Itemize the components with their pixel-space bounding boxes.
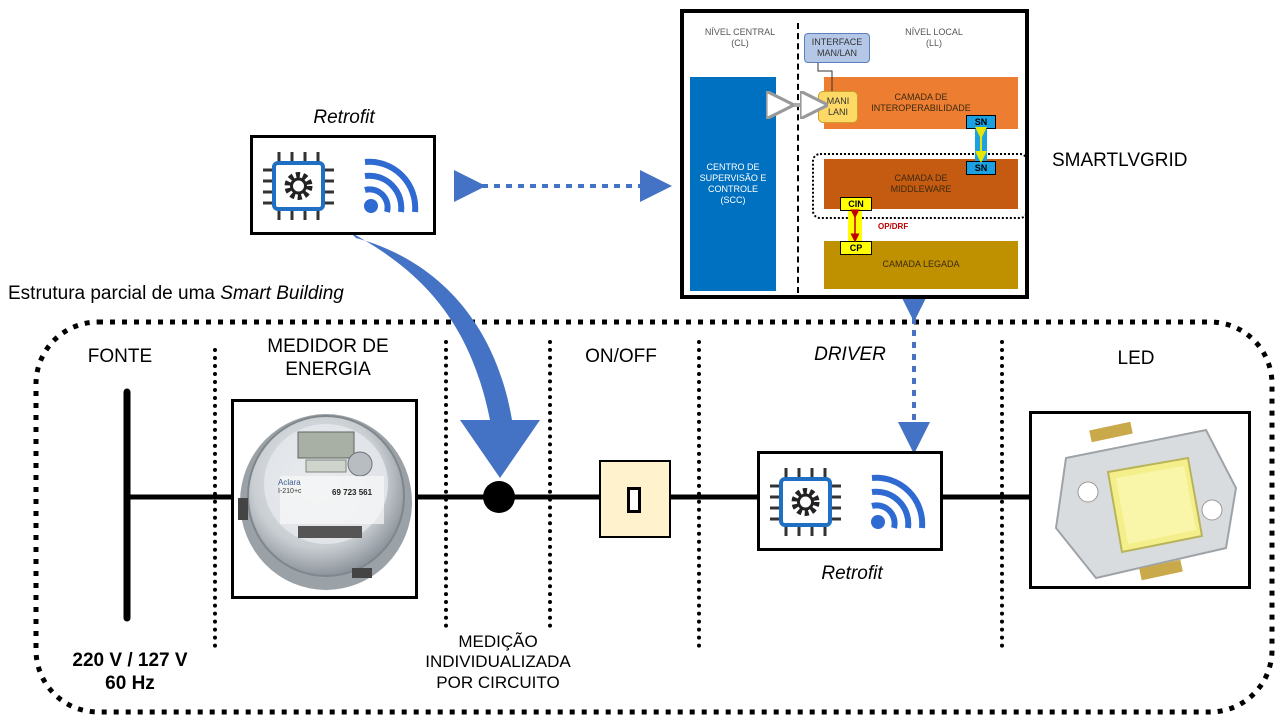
divider-source-meter (213, 348, 217, 648)
meter-label: MEDIDOR DE ENERGIA (267, 336, 389, 380)
cin-node: CIN (840, 197, 872, 211)
retrofit-bottom-label: Retrofit (821, 563, 883, 584)
level-divider (797, 23, 799, 293)
meter-model: I-210+c (278, 488, 302, 495)
local-level-label: NÍVEL LOCAL (LL) (905, 27, 963, 49)
measurement-node (483, 481, 515, 513)
cob-led-image (1054, 421, 1238, 581)
wifi-signal-icon (871, 474, 926, 529)
on-off-switch[interactable] (599, 460, 671, 538)
meter-serial: 69 723 561 (332, 488, 373, 497)
caption-emphasis: Smart Building (220, 283, 344, 304)
source-spec: 220 V / 127 V 60 Hz (72, 650, 188, 694)
smart-meter-image (238, 414, 412, 590)
retrofit-deploy-arrow (350, 232, 540, 478)
meter-brand: Aclara (278, 478, 301, 487)
interface-man-lan: INTERFACE MAN/LAN (804, 33, 870, 63)
driver-retrofit-module (757, 451, 943, 551)
caption-prefix: Estrutura parcial de uma (8, 283, 221, 304)
source-label: FONTE (87, 346, 153, 367)
smartlvgrid-panel: NÍVEL CENTRAL (CL) NÍVEL LOCAL (LL) INTE… (680, 9, 1029, 299)
sn-top-node: SN (966, 115, 996, 129)
smart-building-caption: Estrutura parcial de uma Smart Building (8, 283, 344, 306)
op-drf-label: OP/DRF (878, 222, 909, 231)
switch-label: ON/OFF (585, 346, 657, 367)
scc-block: CENTRO DE SUPERVISÃO E CONTROLE (SCC) (690, 77, 776, 291)
measurement-note: MEDIÇÃO INDIVIDUALIZADA POR CIRCUITO (425, 632, 571, 692)
middleware-dotted-frame (812, 153, 1028, 219)
wifi-signal-icon (364, 158, 419, 213)
gear-chip-icon (770, 468, 841, 536)
led-label: LED (1117, 348, 1155, 369)
legacy-layer: CAMADA LEGADA (824, 241, 1018, 289)
smartlvgrid-links (684, 63, 987, 243)
led-module (1029, 411, 1251, 589)
energy-meter: Aclara I-210+c 69 723 561 (231, 399, 418, 599)
central-level-label: NÍVEL CENTRAL (CL) (704, 27, 776, 49)
switch-toggle-icon (627, 487, 641, 513)
smart-building-boundary (33, 319, 1275, 715)
divider-meter-measure (444, 340, 448, 628)
divider-driver-led (1000, 340, 1004, 648)
retrofit-top-label: Retrofit (313, 107, 375, 128)
divider-switch-driver (697, 340, 701, 648)
gear-chip-icon (263, 152, 334, 220)
smartlvgrid-title: SMARTLVGRID (1052, 150, 1188, 171)
retrofit-top-module (250, 135, 436, 235)
divider-measure-switch (548, 340, 552, 628)
driver-label: DRIVER (814, 344, 886, 365)
